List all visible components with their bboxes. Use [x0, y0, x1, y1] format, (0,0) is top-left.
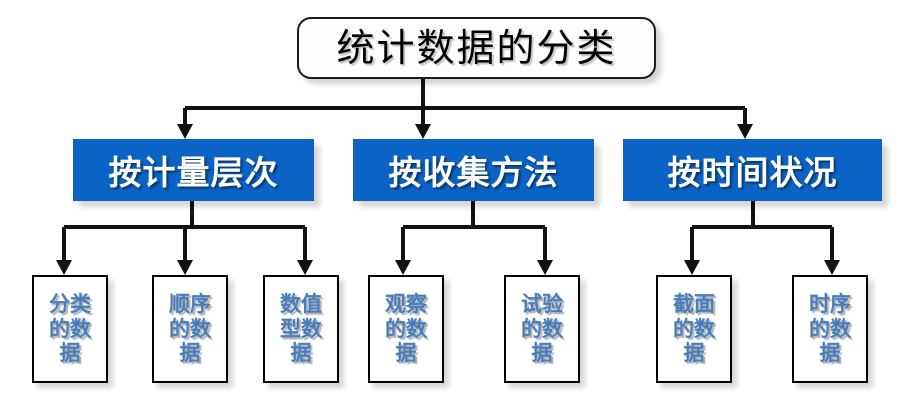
leaf-node-label: 截面的数据 [673, 291, 715, 366]
category-node-label: 按计量层次 [108, 153, 279, 192]
root-node[interactable]: 统计数据的分类 [297, 17, 656, 79]
arrowhead-cat-0-to-leaf-2 [297, 260, 313, 275]
leaf-node-label: 观察的数据 [385, 291, 427, 366]
leaf-node-observational-data[interactable]: 观察的数据 [368, 275, 444, 383]
leaf-node-numerical-data[interactable]: 数值型数据 [263, 275, 339, 383]
arrowhead-root-to-cat-0 [177, 124, 193, 139]
leaf-node-label: 数值型数据 [280, 291, 322, 366]
leaf-node-cross-sectional-data[interactable]: 截面的数据 [656, 275, 732, 383]
category-node-measurement-level[interactable]: 按计量层次 [73, 139, 314, 201]
arrowhead-cat-0-to-leaf-0 [56, 260, 72, 275]
category-node-collection-method[interactable]: 按收集方法 [353, 139, 594, 201]
arrowhead-cat-2-to-leaf-5 [684, 260, 700, 275]
leaf-node-label: 时序的数据 [809, 291, 851, 366]
leaf-node-categorical-data[interactable]: 分类的数据 [32, 275, 108, 383]
category-node-label: 按时间状况 [667, 153, 838, 192]
category-node-label: 按收集方法 [388, 153, 559, 192]
leaf-node-label: 顺序的数据 [169, 291, 211, 366]
arrowhead-cat-1-to-leaf-3 [395, 260, 411, 275]
arrowhead-cat-1-to-leaf-4 [537, 260, 553, 275]
root-node-label: 统计数据的分类 [336, 26, 617, 70]
leaf-node-label: 分类的数据 [49, 291, 91, 366]
arrowhead-cat-0-to-leaf-1 [177, 260, 193, 275]
arrowhead-root-to-cat-2 [737, 124, 753, 139]
leaf-node-label: 试验的数据 [521, 291, 563, 366]
leaf-node-experimental-data[interactable]: 试验的数据 [504, 275, 580, 383]
leaf-node-ordinal-data[interactable]: 顺序的数据 [152, 275, 228, 383]
category-node-time-status[interactable]: 按时间状况 [623, 139, 882, 201]
arrowhead-cat-2-to-leaf-6 [824, 260, 840, 275]
arrowhead-root-to-cat-1 [415, 124, 431, 139]
leaf-node-time-series-data[interactable]: 时序的数据 [792, 275, 868, 383]
